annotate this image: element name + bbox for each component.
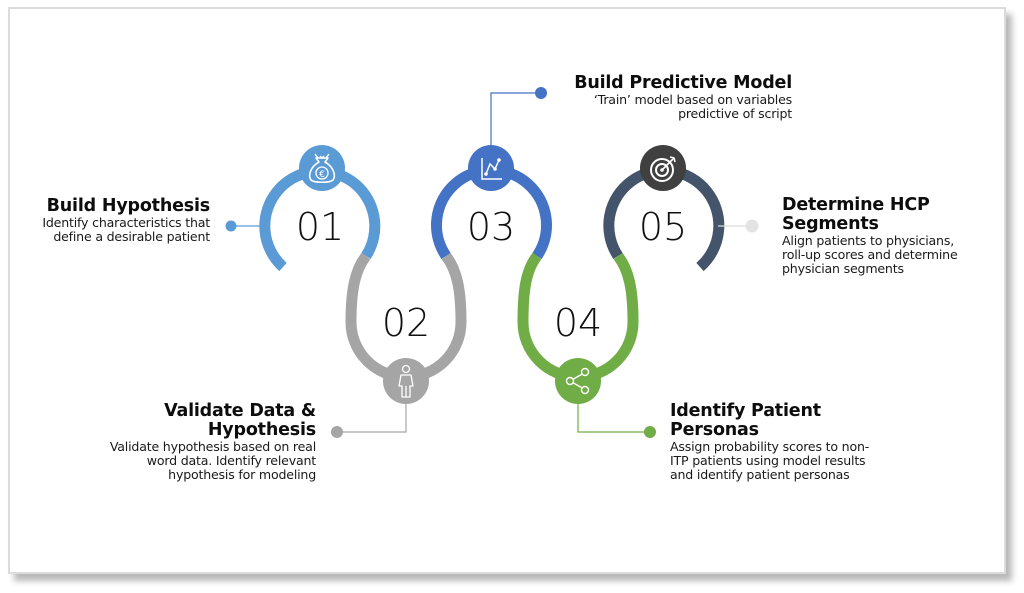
step-05-number: 05 (639, 205, 687, 249)
svg-text:€: € (319, 170, 325, 180)
step-01-desc-line-2: define a desirable patient (53, 229, 210, 244)
step-03-connector (490, 87, 547, 146)
step-03-desc-line-1: ‘Train’ model based on variables (593, 92, 792, 107)
step-04-number: 04 (554, 301, 602, 345)
step-01-connector (225, 220, 265, 232)
step-02-desc-line-3: hypothesis for modeling (168, 467, 316, 482)
step-04-title-line-1: Identify Patient (670, 401, 821, 421)
step-02-desc-line-1: Validate hypothesis based on real (109, 439, 316, 454)
step-03-desc-line-2: predictive of script (678, 106, 792, 121)
person-icon (383, 358, 429, 404)
step-03-label: Build Predictive Model ‘Train’ model bas… (492, 74, 792, 121)
line-chart-icon (468, 145, 514, 191)
step-01-number: 01 (296, 205, 344, 249)
step-01-desc-line-1: Identify characteristics that (42, 215, 210, 230)
step-05-connector (718, 219, 759, 233)
step-05-desc-line-1: Align patients to physicians, (782, 233, 954, 248)
step-02-connector (331, 400, 407, 438)
step-02-number: 02 (382, 301, 430, 345)
step-05-title-line-1: Determine HCP (782, 196, 930, 215)
step-05-desc-line-2: roll-up scores and determine (782, 247, 958, 262)
step-01-label: Build Hypothesis Identify characteristic… (0, 197, 210, 244)
step-04-desc-line-1: Assign probability scores to non- (670, 439, 870, 454)
step-04-desc-line-3: and identify patient personas (670, 467, 850, 482)
money-bag-euro-icon: € (299, 145, 345, 191)
slide-frame (8, 7, 1006, 574)
step-05-title-line-2: Segments (782, 214, 879, 234)
step-04-connector (577, 400, 656, 438)
step-01-title: Build Hypothesis (46, 196, 211, 216)
share-network-icon (555, 358, 601, 404)
step-04-title-line-2: Personas (670, 420, 759, 440)
step-04-label: Identify Patient Personas Assign probabi… (670, 402, 950, 482)
step-02-title-line-2: Hypothesis (207, 420, 316, 440)
step-05-desc-line-3: physician segments (782, 261, 904, 276)
step-02-label: Validate Data & Hypothesis Validate hypo… (16, 402, 316, 482)
step-05-label: Determine HCP Segments Align patients to… (782, 196, 986, 276)
step-02-title-line-1: Validate Data & (164, 401, 316, 421)
step-02-desc-line-2: word data. Identify relevant (146, 453, 316, 468)
target-icon (640, 145, 686, 191)
step-03-title: Build Predictive Model (574, 73, 792, 93)
step-04-desc-line-2: ITP patients using model results (670, 453, 866, 468)
step-03-number: 03 (467, 205, 515, 249)
